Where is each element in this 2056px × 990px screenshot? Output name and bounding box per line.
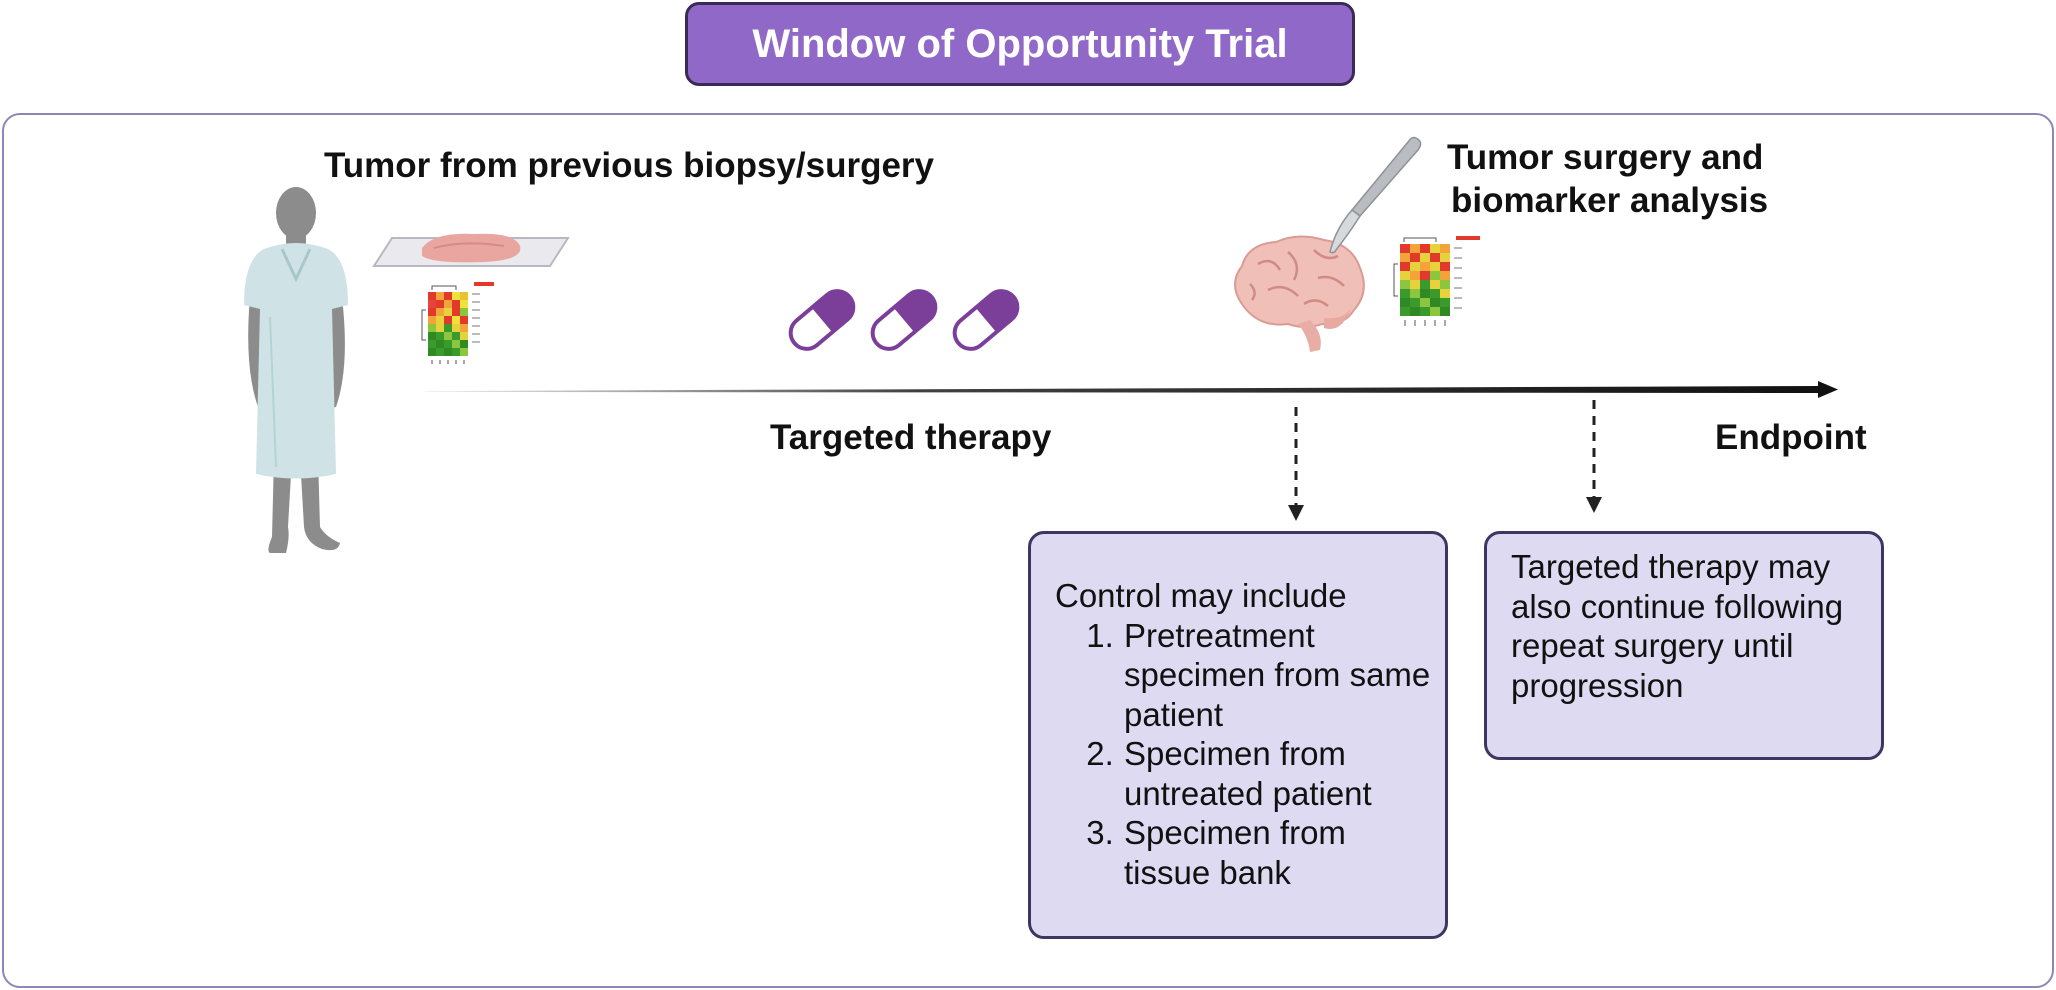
control-item-1: Pretreatment specimen from same patient (1123, 616, 1437, 735)
diagram-frame (2, 113, 2054, 988)
targeted-therapy-label: Targeted therapy (770, 418, 1052, 457)
pill-icon-3 (952, 289, 1020, 351)
title-banner: Window of Opportunity Trial (685, 2, 1355, 86)
tissue-slide-icon (372, 233, 570, 267)
title-text: Window of Opportunity Trial (752, 21, 1288, 66)
heatmap-icon-left (421, 282, 494, 364)
heatmap-icon-right (1393, 236, 1480, 326)
control-item-2: Specimen from untreated patient (1123, 734, 1437, 813)
brain-icon (1234, 235, 1365, 352)
tumor-previous-label: Tumor from previous biopsy/surgery (324, 146, 935, 185)
tumor-surgery-label-line1: Tumor surgery and (1447, 138, 1764, 177)
tumor-surgery-label-line2: biomarker analysis (1451, 181, 1769, 220)
scalpel-icon (1329, 136, 1422, 254)
control-heading: Control may include (1055, 577, 1347, 614)
patient-icon (244, 187, 348, 553)
control-item-3: Specimen from tissue bank (1123, 813, 1437, 892)
tumor-surgery-label: Tumor surgery and biomarker analysis (1447, 136, 1768, 222)
continue-box: Targeted therapy may also continue follo… (1484, 531, 1884, 760)
pill-icon-1 (788, 289, 856, 351)
control-box: Control may include Pretreatment specime… (1028, 531, 1448, 939)
pill-icon-2 (870, 289, 938, 351)
control-list: Pretreatment specimen from same patient … (1055, 616, 1437, 893)
continue-text: Targeted therapy may also continue follo… (1511, 548, 1844, 704)
endpoint-label: Endpoint (1715, 418, 1867, 457)
